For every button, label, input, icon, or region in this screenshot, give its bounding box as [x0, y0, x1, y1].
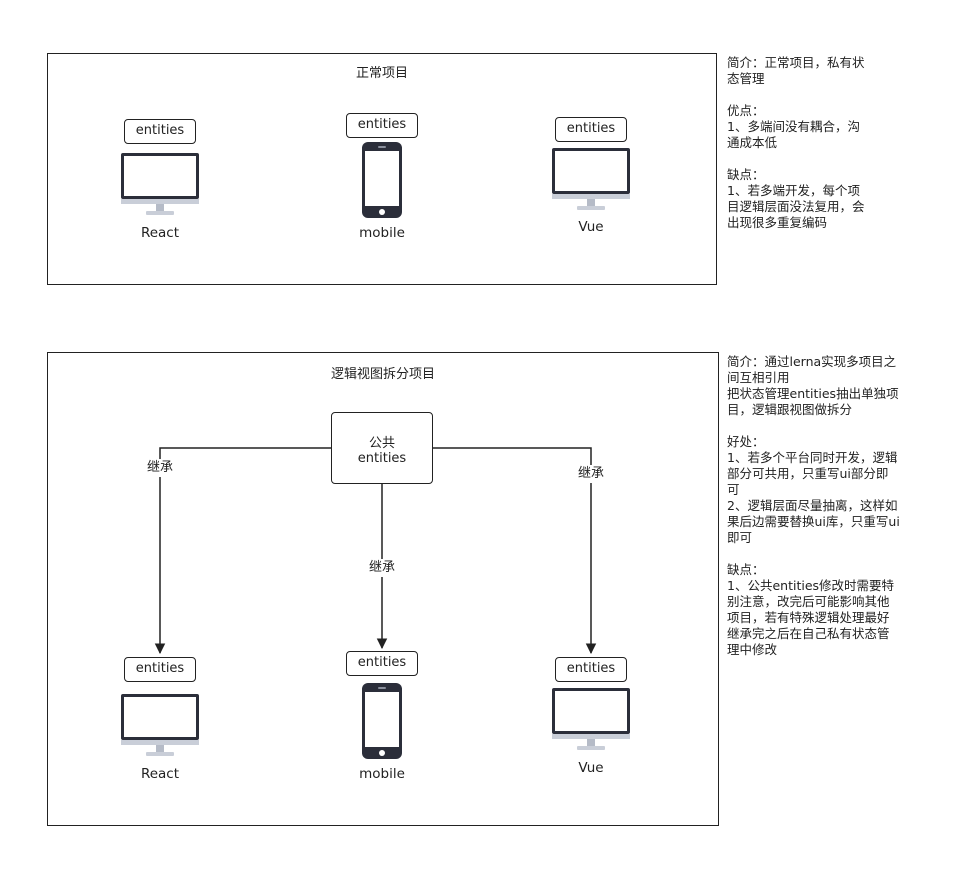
platform-label-react: React [140, 766, 180, 782]
platform-label-vue: Vue [578, 760, 604, 776]
desktop-monitor-icon [552, 688, 630, 752]
entities-tag: entities [346, 113, 418, 138]
panel-title: 逻辑视图拆分项目 [330, 367, 435, 382]
entities-tag: entities [124, 657, 196, 682]
entities-tag: entities [555, 117, 627, 142]
platform-label-vue: Vue [578, 219, 604, 235]
entities-tag: entities [124, 119, 196, 144]
entities-tag: entities [555, 657, 627, 682]
panel-title: 正常项目 [355, 66, 408, 81]
platform-label-mobile: mobile [359, 225, 405, 241]
entities-tag: entities [346, 651, 418, 676]
platform-label-mobile: mobile [359, 766, 405, 782]
desktop-monitor-icon [121, 153, 199, 217]
bottom-panel-note: 简介：通过lerna实现多项目之 间互相引用 把状态管理entities抽出单独… [727, 354, 900, 657]
common-entities-box: 公共 entities [331, 412, 433, 484]
mobile-phone-icon [362, 683, 402, 759]
common-box-line2: entities [357, 451, 407, 466]
edge-to-react [154, 447, 332, 655]
edge-label-inherit: 继承 [577, 465, 606, 483]
desktop-monitor-icon [552, 148, 630, 212]
edge-label-inherit: 继承 [146, 459, 175, 477]
mobile-phone-icon [362, 142, 402, 218]
platform-label-react: React [140, 225, 180, 241]
desktop-monitor-icon [121, 694, 199, 758]
edge-label-inherit: 继承 [368, 559, 397, 577]
edge-to-vue [432, 447, 597, 655]
common-box-line1: 公共 [368, 436, 395, 451]
top-panel-note: 简介：正常项目，私有状 态管理 优点： 1、多端间没有耦合，沟 通成本低 缺点：… [727, 55, 865, 230]
